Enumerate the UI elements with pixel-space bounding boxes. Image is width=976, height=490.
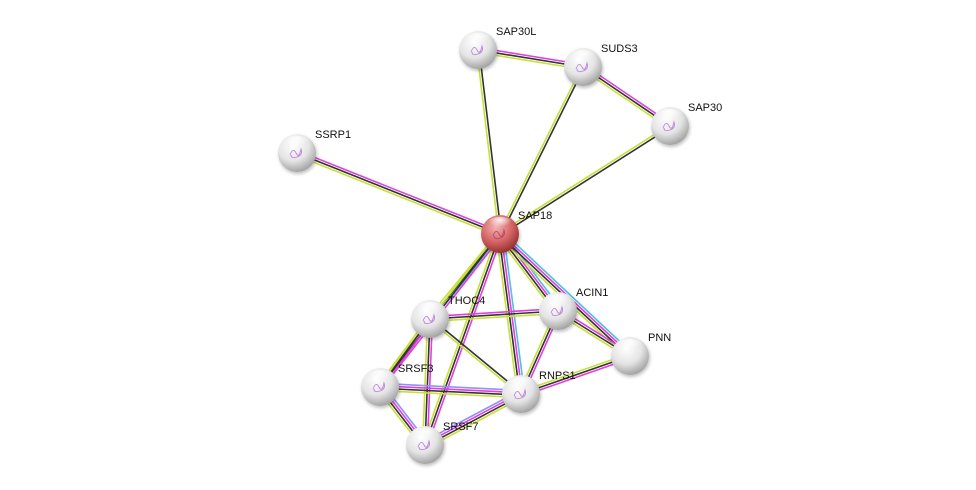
edge-line-textmining xyxy=(429,312,559,323)
node-label: PNN xyxy=(648,332,671,344)
node-thoc4[interactable]: THOC4 xyxy=(411,295,485,338)
edge-line-experimental xyxy=(297,149,502,233)
node-label: RNPS1 xyxy=(539,370,576,382)
edge-thoc4-srsf7[interactable] xyxy=(421,318,434,446)
edge-line-coexpression xyxy=(500,66,585,236)
edge-line-experimental xyxy=(426,234,504,447)
node-highlight xyxy=(464,32,492,49)
edge-sap18-srsf7[interactable] xyxy=(421,232,504,447)
node-label: ACIN1 xyxy=(576,287,608,299)
edge-ssrp1-sap18[interactable] xyxy=(295,149,502,238)
edge-line-coexpression xyxy=(424,318,431,446)
edge-line-textmining xyxy=(295,154,500,238)
node-label: SAP18 xyxy=(518,210,552,222)
node-pnn[interactable]: PNN xyxy=(611,332,671,375)
node-label: SSRP1 xyxy=(315,129,351,141)
edge-line-coexpression xyxy=(379,387,522,396)
node-sap18[interactable]: SAP18 xyxy=(481,210,552,253)
node-highlight xyxy=(616,338,644,355)
node-ssrp1[interactable]: SSRP1 xyxy=(278,129,351,172)
node-label: SUDS3 xyxy=(601,43,638,55)
edge-pnn-rnps1[interactable] xyxy=(519,352,632,398)
edge-suds3-sap18[interactable] xyxy=(498,65,585,236)
edge-line-coexpression xyxy=(424,233,501,446)
edge-line-experimental xyxy=(379,385,522,394)
node-sap30[interactable]: SAP30 xyxy=(651,102,722,145)
node-highlight xyxy=(411,427,439,444)
node-highlight xyxy=(507,376,535,393)
edge-line-textmining xyxy=(379,389,522,399)
edge-sap30l-sap18[interactable] xyxy=(476,49,502,235)
edge-line-textmining xyxy=(498,65,583,235)
node-highlight xyxy=(416,301,444,318)
node-suds3[interactable]: SUDS3 xyxy=(564,43,638,86)
edge-line-coexpression xyxy=(296,152,501,235)
edge-line-experimental xyxy=(426,318,434,446)
edge-line-textmining xyxy=(428,319,522,396)
edge-line-coexpression xyxy=(499,126,672,236)
node-highlight xyxy=(366,369,394,386)
edges-layer xyxy=(295,46,673,449)
edge-line-textmining xyxy=(421,318,429,446)
node-highlight xyxy=(656,108,684,125)
node-highlight xyxy=(569,49,597,66)
edge-line-experimental xyxy=(429,307,559,318)
edge-sap30-sap18[interactable] xyxy=(498,124,672,236)
node-highlight xyxy=(283,135,311,152)
edge-line-textmining xyxy=(519,352,631,393)
node-srsf3[interactable]: SRSF3 xyxy=(361,363,433,406)
node-label: SAP30L xyxy=(496,26,536,38)
edge-line-experimental xyxy=(520,357,632,398)
node-label: SAP30 xyxy=(688,102,722,114)
edge-line-coexpression xyxy=(520,355,631,395)
edge-line-textmining xyxy=(476,49,500,235)
edge-thoc4-acin1[interactable] xyxy=(429,307,559,323)
edge-srsf3-rnps1[interactable] xyxy=(379,382,522,399)
edge-line-coexpression xyxy=(429,317,523,394)
node-rnps1[interactable]: RNPS1 xyxy=(502,370,576,413)
edge-line-coexpression xyxy=(478,49,502,235)
edge-line-database xyxy=(501,230,634,355)
node-acin1[interactable]: ACIN1 xyxy=(539,287,608,330)
edge-line-coexpression xyxy=(429,310,559,320)
node-label: SRSF7 xyxy=(443,421,478,433)
edge-thoc4-rnps1[interactable] xyxy=(428,317,523,396)
node-sap30l[interactable]: SAP30L xyxy=(459,26,536,69)
node-label: THOC4 xyxy=(448,295,485,307)
node-highlight xyxy=(544,293,572,310)
edge-line-textmining xyxy=(421,232,499,445)
edge-line-homology xyxy=(379,382,522,392)
node-label: SRSF3 xyxy=(398,363,433,375)
node-highlight xyxy=(486,216,514,233)
node-srsf7[interactable]: SRSF7 xyxy=(406,421,478,464)
edge-line-textmining xyxy=(498,124,671,234)
